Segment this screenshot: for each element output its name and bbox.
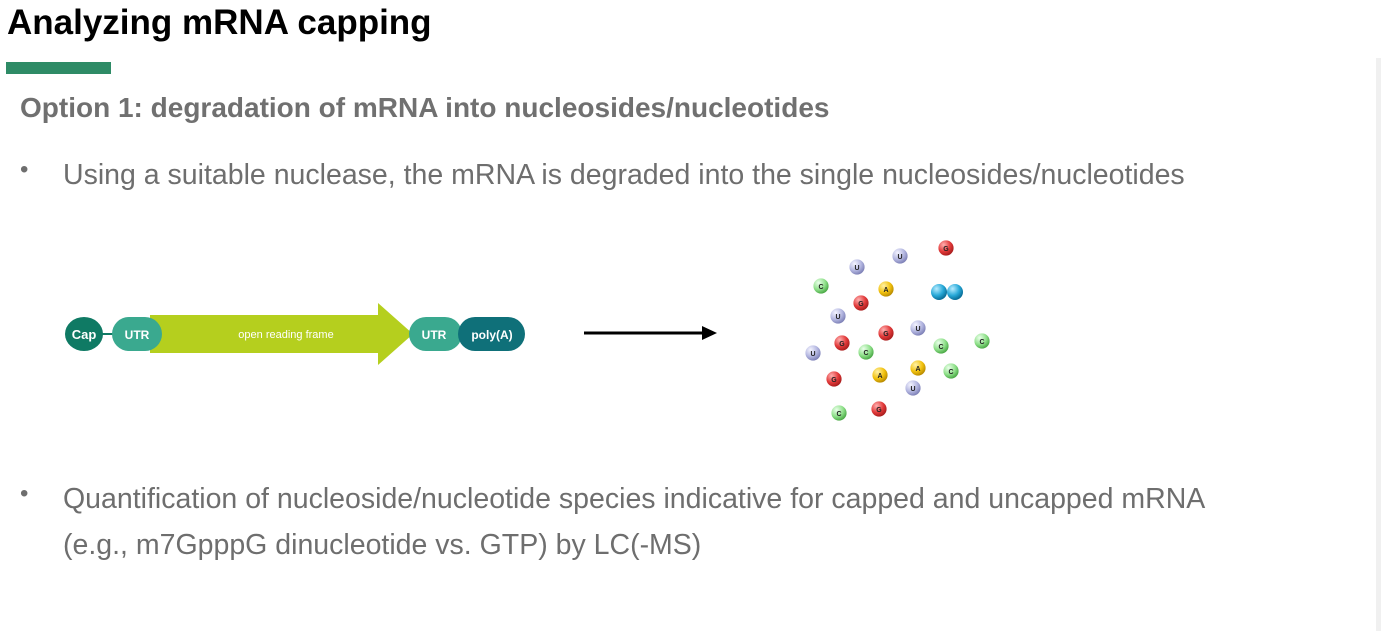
polya-node <box>458 317 525 351</box>
bullet-text: Using a suitable nuclease, the mRNA is d… <box>63 159 1185 191</box>
utr5-label: UTR <box>125 328 150 342</box>
nucleotide-cloud: G U U C A G U G U C C U G C G A A C U C G <box>804 239 991 422</box>
nucleotide-letter: G <box>943 246 949 253</box>
bullet-text-line-2: (e.g., m7GpppG dinucleotide vs. GTP) by … <box>63 529 702 561</box>
nucleotide-ball-c <box>830 404 848 422</box>
bullet-marker: • <box>20 156 29 183</box>
nucleotide-letter: A <box>883 287 888 294</box>
nucleotide-ball-u <box>904 379 922 397</box>
nucleotide-letter: C <box>818 284 823 291</box>
nucleotide-letter: G <box>876 407 882 414</box>
cap-dimer-ball <box>947 284 963 300</box>
nucleotide-ball-c <box>942 362 960 380</box>
nucleotide-letter: U <box>810 351 815 358</box>
nucleotide-ball-c <box>812 277 830 295</box>
nucleotide-letter: U <box>915 326 920 333</box>
bullet-marker: • <box>20 480 29 507</box>
nucleotide-ball-c <box>973 332 991 350</box>
slide-title: Analyzing mRNA capping <box>7 3 432 42</box>
orf-arrow <box>150 303 413 365</box>
nucleotide-letter: C <box>863 350 868 357</box>
nucleotide-letter: G <box>839 341 845 348</box>
nucleotide-letter: U <box>835 314 840 321</box>
polya-label: poly(A) <box>471 328 512 342</box>
nucleotide-ball-c <box>932 337 950 355</box>
slide-subtitle: Option 1: degradation of mRNA into nucle… <box>20 92 830 123</box>
nucleotide-letter: A <box>915 366 920 373</box>
nucleotide-ball-g <box>852 294 870 312</box>
nucleotide-ball-g <box>833 334 851 352</box>
cap-dimer-ball <box>931 284 947 300</box>
nucleotide-ball-c <box>857 343 875 361</box>
nucleotide-letter: U <box>897 254 902 261</box>
nucleotide-letter: G <box>858 301 864 308</box>
slide-edge <box>1376 58 1381 631</box>
degradation-arrow-head <box>702 326 717 340</box>
nucleotide-ball-g <box>877 324 895 342</box>
nucleotide-letter: U <box>854 265 859 272</box>
nucleotide-letter: C <box>938 344 943 351</box>
nucleotide-ball-u <box>804 344 822 362</box>
nucleotide-letter: G <box>831 377 837 384</box>
nucleotide-ball-g <box>825 370 843 388</box>
nucleotide-ball-a <box>871 366 889 384</box>
nucleotide-letter: C <box>948 369 953 376</box>
utr5-node <box>112 317 162 351</box>
utr3-node <box>409 317 462 351</box>
nucleotide-ball-u <box>891 247 909 265</box>
title-accent-bar <box>6 62 111 74</box>
orf-label: open reading frame <box>238 329 333 341</box>
nucleotide-ball-u <box>909 319 927 337</box>
cap-label: Cap <box>72 327 97 342</box>
nucleotide-ball-a <box>909 359 927 377</box>
nucleotide-ball-u <box>829 307 847 325</box>
nucleotide-ball-g <box>937 239 955 257</box>
nucleotide-letter: C <box>979 339 984 346</box>
nucleotide-letter: A <box>877 373 882 380</box>
nucleotide-letter: C <box>836 411 841 418</box>
utr3-label: UTR <box>422 328 447 342</box>
nucleotide-letter: U <box>910 386 915 393</box>
nucleotide-letter: G <box>883 331 889 338</box>
nucleotide-ball-u <box>848 258 866 276</box>
nucleotide-ball-g <box>870 400 888 418</box>
cap-node <box>65 317 103 351</box>
bullet-text-line-1: Quantification of nucleoside/nucleotide … <box>63 483 1206 515</box>
nucleotide-ball-a <box>877 280 895 298</box>
